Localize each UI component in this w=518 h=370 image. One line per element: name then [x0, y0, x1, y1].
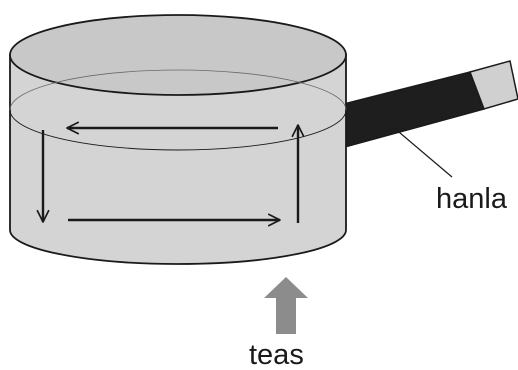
saucepan: [9, 14, 347, 265]
handle-grip: [335, 71, 485, 148]
water-surface-line: [9, 109, 347, 151]
heat-arrow: [264, 277, 308, 334]
pot-handle: [335, 60, 518, 148]
convection-arrows: [36, 121, 305, 227]
handle-label: hanla: [436, 183, 508, 215]
pot-rim: [9, 14, 347, 96]
handle-leader-line: [392, 126, 453, 178]
water-surface-back: [9, 69, 347, 111]
handle-tip: [469, 60, 518, 110]
heat-label: teas: [249, 339, 304, 370]
pot-body: [9, 54, 347, 265]
